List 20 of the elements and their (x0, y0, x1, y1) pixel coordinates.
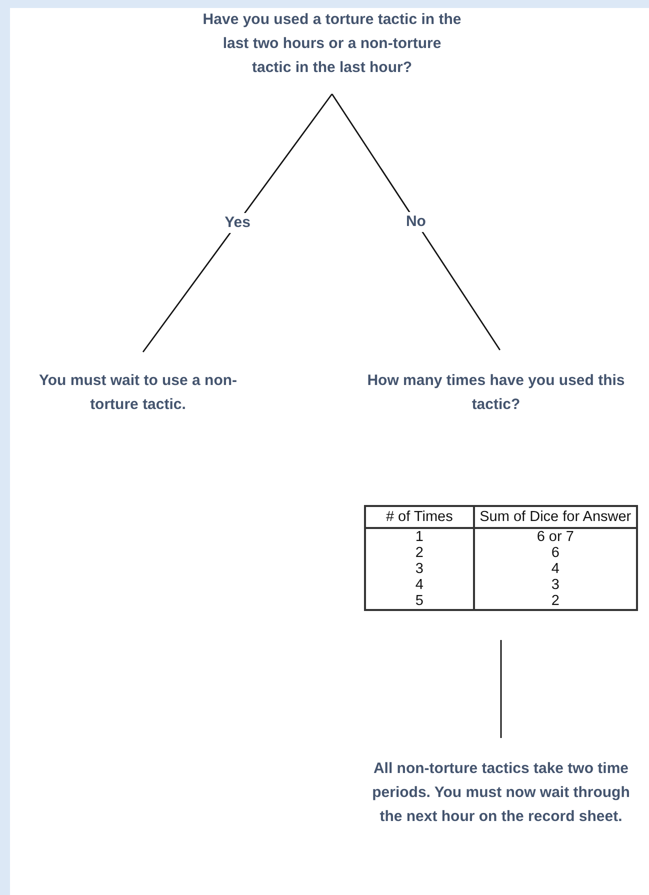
column-header: Sum of Dice for Answer (480, 509, 632, 525)
table-value: 6 (551, 545, 560, 561)
node-text: You must wait to use a non-torture tactic. (38, 369, 238, 417)
connector-line (500, 640, 502, 738)
node-text: How many times have you used this tactic? (356, 369, 636, 417)
question-text: Have you used a torture tactic in the last two hours or a non-torture tactic in the last hour? (202, 8, 462, 80)
data-table (364, 505, 638, 611)
column-header: # of Times (386, 509, 453, 525)
table-value: 6 or 7 (536, 529, 574, 545)
connector-line (142, 94, 333, 352)
table-value: 4 (415, 577, 424, 593)
node-text: All non-torture tactics take two time periods. You must now wait through the next hour on the record sheet. (361, 757, 641, 829)
table-value: 4 (551, 561, 560, 577)
table-value: 2 (415, 545, 424, 561)
table-value: 2 (551, 593, 560, 609)
table-value: 1 (415, 529, 424, 545)
connector-line (331, 94, 500, 350)
table-value: 3 (551, 577, 560, 593)
table-value: 3 (415, 561, 424, 577)
table-value: 5 (415, 593, 424, 609)
